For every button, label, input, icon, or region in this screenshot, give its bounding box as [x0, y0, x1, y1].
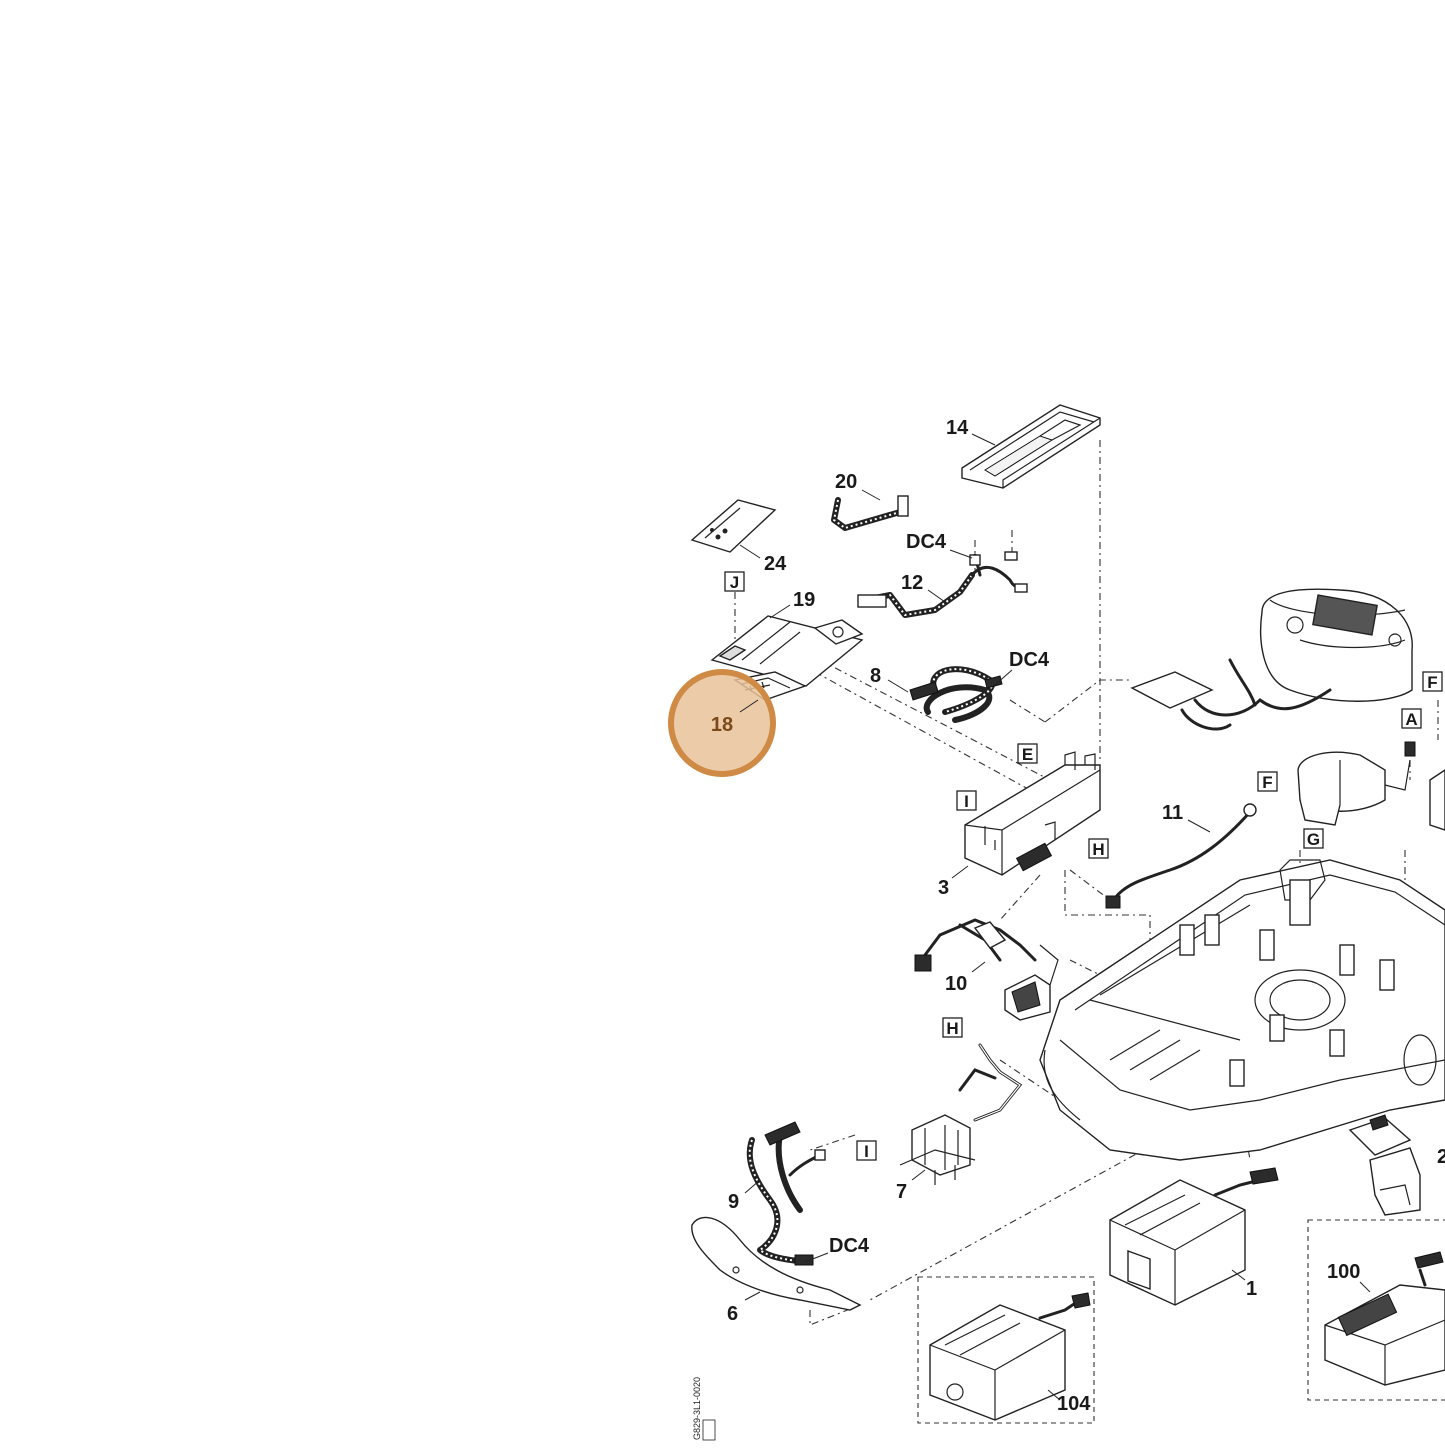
part-24-board	[690, 499, 777, 553]
ref-box-h-low[interactable]: H	[946, 1019, 958, 1038]
part-10-harness	[914, 918, 1059, 1021]
callout-6[interactable]: 6	[727, 1303, 738, 1325]
part-6-cover	[691, 1216, 862, 1311]
reference-boxes: J E I H F A F G H I	[724, 571, 1443, 1161]
ref-box-h-right[interactable]: H	[1092, 840, 1104, 859]
part-20-ribbon-cable	[831, 495, 909, 531]
part-14-cover	[961, 404, 1101, 489]
connector-dc4-b[interactable]: DC4	[1009, 649, 1050, 671]
part-8-harness	[909, 666, 1003, 723]
part-1-battery	[1109, 1167, 1279, 1306]
ref-box-f-top[interactable]: F	[1427, 673, 1437, 692]
part-11-sensor-cable	[1105, 803, 1257, 909]
part-19-pcb	[710, 615, 864, 687]
callout-3[interactable]: 3	[938, 877, 949, 899]
part-3-bracket	[964, 751, 1101, 876]
callout-7[interactable]: 7	[896, 1181, 907, 1203]
callout-10[interactable]: 10	[945, 973, 967, 995]
callout-20[interactable]: 20	[835, 471, 857, 493]
drawing-code: G829-3L1-0020	[692, 1377, 716, 1441]
callout-19[interactable]: 19	[793, 589, 815, 611]
callout-11[interactable]: 11	[1162, 802, 1183, 824]
callout-9[interactable]: 9	[728, 1191, 739, 1213]
callout-1[interactable]: 1	[1246, 1278, 1257, 1300]
ref-box-i-low[interactable]: I	[864, 1142, 869, 1161]
part-7-bracket	[899, 1043, 1023, 1185]
assembly-lines	[734, 440, 1445, 1424]
part-104-battery	[929, 1292, 1091, 1421]
highlight-callout-18[interactable]: 18	[668, 669, 776, 777]
callout-24[interactable]: 24	[764, 553, 787, 575]
part-12-harness	[857, 551, 1028, 618]
ref-box-i-top[interactable]: I	[964, 792, 969, 811]
highlight-circle	[668, 669, 776, 777]
ref-box-j[interactable]: J	[730, 573, 739, 592]
callout-100[interactable]: 100	[1327, 1261, 1360, 1283]
callout-8[interactable]: 8	[870, 665, 881, 687]
ref-box-a[interactable]: A	[1405, 710, 1417, 729]
part-2-bracket	[1348, 1114, 1421, 1216]
callout-104[interactable]: 104	[1057, 1393, 1091, 1415]
callout-2[interactable]: 2	[1437, 1146, 1445, 1168]
control-module	[1130, 588, 1413, 731]
part-9-ribbon	[746, 1121, 826, 1266]
ref-box-f-mid[interactable]: F	[1262, 773, 1272, 792]
callouts: 14 20 24 19 12 8 3 11 10 7 9 6 1 104 100…	[727, 417, 1445, 1415]
ref-box-e[interactable]: E	[1022, 745, 1033, 764]
ref-box-g[interactable]: G	[1307, 830, 1320, 849]
connector-dc4-c[interactable]: DC4	[829, 1235, 870, 1257]
drive-motor	[1297, 741, 1445, 831]
drawing-code-text: G829-3L1-0020	[692, 1377, 702, 1440]
callout-12[interactable]: 12	[901, 572, 923, 594]
callout-18: 18	[711, 714, 733, 736]
callout-14[interactable]: 14	[946, 417, 969, 439]
part-100-battery	[1324, 1251, 1445, 1386]
connector-dc4-a[interactable]: DC4	[906, 531, 947, 553]
chassis-housing	[1039, 859, 1445, 1161]
